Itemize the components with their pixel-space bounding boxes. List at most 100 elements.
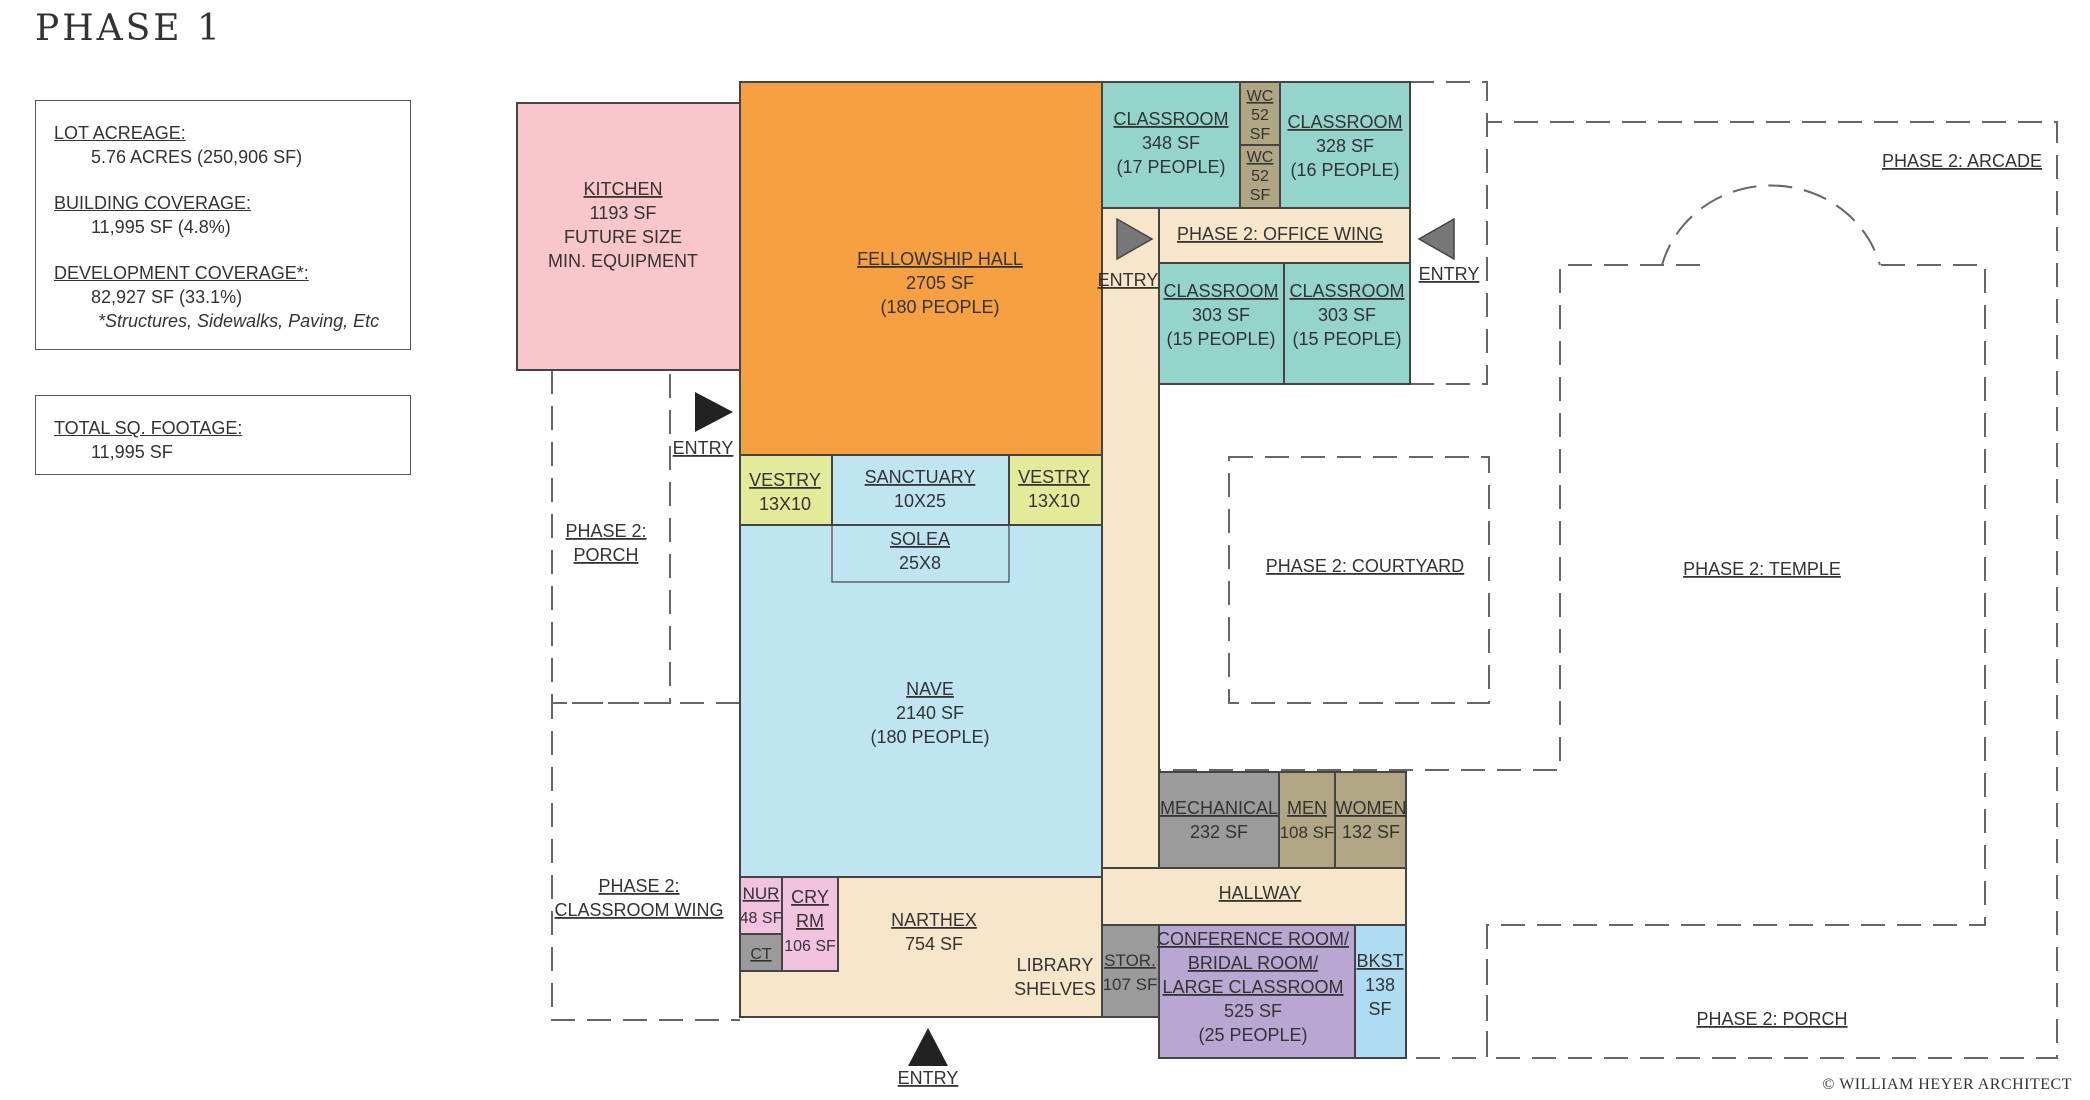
phase2-classroom-wing-outline bbox=[551, 702, 740, 1021]
bookstore-line-1: 138 bbox=[1365, 975, 1395, 995]
wc-1-line-2: SF bbox=[1250, 126, 1271, 143]
phase2-temple-outline bbox=[1160, 184, 1881, 771]
wc-2-room bbox=[1239, 144, 1281, 209]
phase2-courtyard-label: PHASE 2: COURTYARD bbox=[1266, 556, 1464, 576]
phase2-courtyard-outline bbox=[1228, 456, 1490, 704]
wc-2-line-2: SF bbox=[1250, 187, 1271, 204]
women-name: WOMEN bbox=[1336, 798, 1407, 818]
development-coverage-value: 82,927 SF (33.1%) bbox=[91, 287, 243, 307]
kitchen-room bbox=[516, 102, 741, 371]
bookstore-line-2: SF bbox=[1368, 999, 1391, 1019]
classroom-4-name: CLASSROOM bbox=[1289, 281, 1404, 301]
men-restroom bbox=[1278, 771, 1336, 869]
entry-east-label: ENTRY bbox=[1419, 264, 1480, 284]
classroom-3-line-1: 303 SF bbox=[1192, 305, 1250, 325]
wc-2-line-1: 52 bbox=[1251, 168, 1269, 185]
fellowship-hall-room bbox=[739, 81, 1103, 456]
wc-2-name: WC bbox=[1247, 149, 1274, 166]
vestry-right-name: VESTRY bbox=[1018, 467, 1090, 487]
storage-room bbox=[1101, 924, 1160, 1018]
classroom-1-name: CLASSROOM bbox=[1113, 109, 1228, 129]
women-size: 132 SF bbox=[1342, 822, 1400, 842]
entry-south-label: ENTRY bbox=[898, 1068, 959, 1088]
library-line-1: LIBRARY bbox=[1017, 955, 1094, 975]
solea-size: 25X8 bbox=[899, 553, 941, 573]
phase2-porch-outline bbox=[551, 370, 671, 704]
classroom-2-line-2: (16 PEOPLE) bbox=[1290, 160, 1399, 180]
total-footage-label: TOTAL SQ. FOOTAGE: bbox=[54, 418, 243, 438]
kitchen-name: KITCHEN bbox=[583, 179, 662, 199]
site-info-box: LOT ACREAGE: 5.76 ACRES (250,906 SF) BUI… bbox=[35, 100, 411, 350]
mechanical-room bbox=[1158, 771, 1280, 869]
wc-1-name: WC bbox=[1247, 88, 1274, 105]
entry-west-arrow-icon bbox=[695, 392, 733, 432]
storage-size: 107 SF bbox=[1103, 975, 1158, 994]
phase2-porch-right-label: PHASE 2: PORCH bbox=[1696, 1009, 1847, 1029]
fellowship-hall-name: FELLOWSHIP HALL bbox=[857, 249, 1023, 269]
hallway-vertical bbox=[1101, 207, 1160, 926]
conference-line-2: (25 PEOPLE) bbox=[1198, 1025, 1307, 1045]
vestry-right-room bbox=[1008, 454, 1103, 526]
hallway-horizontal bbox=[1101, 867, 1407, 926]
narthex-size: 754 SF bbox=[905, 934, 963, 954]
vestry-left-room bbox=[739, 454, 833, 526]
conference-name-1: CONFERENCE ROOM/ bbox=[1157, 929, 1349, 949]
mechanical-name: MECHANICAL bbox=[1160, 798, 1278, 818]
cry-room-name-1: CRY bbox=[791, 887, 829, 907]
ct-name: CT bbox=[750, 946, 772, 963]
vestry-left-name: VESTRY bbox=[749, 470, 821, 490]
narthex-name: NARTHEX bbox=[891, 910, 977, 930]
phase2-arcade-label: PHASE 2: ARCADE bbox=[1882, 151, 2042, 171]
lot-acreage-value: 5.76 ACRES (250,906 SF) bbox=[91, 147, 303, 167]
entry-south-arrow-icon bbox=[908, 1028, 948, 1066]
cry-room bbox=[781, 876, 839, 972]
sanctuary-size: 10X25 bbox=[894, 491, 946, 511]
cry-room-size: 106 SF bbox=[784, 938, 836, 955]
vestry-right-size: 13X10 bbox=[1028, 491, 1080, 511]
fellowship-hall-line-1: 2705 SF bbox=[906, 273, 974, 293]
total-footage-value: 11,995 SF bbox=[91, 442, 173, 462]
kitchen-line-1: 1193 SF bbox=[590, 203, 657, 223]
conference-line-1: 525 SF bbox=[1224, 1001, 1282, 1021]
bookstore-name: BKST bbox=[1356, 951, 1403, 971]
classroom-4-line-2: (15 PEOPLE) bbox=[1292, 329, 1401, 349]
development-coverage-note: *Structures, Sidewalks, Paving, Etc bbox=[98, 311, 380, 331]
wc-1-room bbox=[1239, 81, 1281, 146]
entry-west-label: ENTRY bbox=[673, 438, 734, 458]
sanctuary-room bbox=[831, 454, 1010, 526]
solea-area bbox=[831, 524, 1010, 583]
entry-courtyard-arrow-icon bbox=[1116, 217, 1154, 261]
hallway-name: HALLWAY bbox=[1219, 883, 1302, 903]
classroom-2-line-1: 328 SF bbox=[1316, 136, 1374, 156]
conference-room bbox=[1158, 924, 1356, 1059]
lot-acreage-label: LOT ACREAGE: bbox=[54, 123, 186, 143]
building-coverage-label: BUILDING COVERAGE: bbox=[54, 193, 252, 213]
nave-line-1: 2140 SF bbox=[896, 703, 964, 723]
copyright-notice: © WILLIAM HEYER ARCHITECT bbox=[1822, 1076, 2072, 1093]
fellowship-hall-line-2: (180 PEOPLE) bbox=[880, 297, 999, 317]
conference-name-3: LARGE CLASSROOM bbox=[1162, 977, 1343, 997]
total-footage-box: TOTAL SQ. FOOTAGE: 11,995 SF bbox=[35, 395, 411, 475]
bookstore-room bbox=[1354, 924, 1407, 1059]
office-wing-name: PHASE 2: OFFICE WING bbox=[1177, 224, 1383, 244]
phase2-porch-right-outline bbox=[1410, 925, 1488, 1059]
nave-line-2: (180 PEOPLE) bbox=[870, 727, 989, 747]
phase2-porch-left-label-2: PORCH bbox=[573, 545, 638, 565]
kitchen-line-3: MIN. EQUIPMENT bbox=[548, 251, 698, 271]
building-coverage-value: 11,995 SF (4.8%) bbox=[91, 217, 231, 237]
office-wing-room bbox=[1158, 207, 1411, 264]
women-restroom bbox=[1334, 771, 1407, 869]
phase2-classroom-wing-label-2: CLASSROOM WING bbox=[554, 900, 723, 920]
phase2-temple-label: PHASE 2: TEMPLE bbox=[1683, 559, 1841, 579]
storage-name: STOR. bbox=[1104, 951, 1156, 970]
ct-room bbox=[739, 933, 783, 972]
vestry-left-size: 13X10 bbox=[759, 494, 811, 514]
wc-1-line-1: 52 bbox=[1251, 107, 1269, 124]
cry-room-name-2: RM bbox=[796, 911, 824, 931]
library-line-2: SHELVES bbox=[1014, 979, 1096, 999]
classroom-3-name: CLASSROOM bbox=[1163, 281, 1278, 301]
classroom-3-line-2: (15 PEOPLE) bbox=[1166, 329, 1275, 349]
entry-courtyard-label: ENTRY bbox=[1098, 270, 1159, 290]
